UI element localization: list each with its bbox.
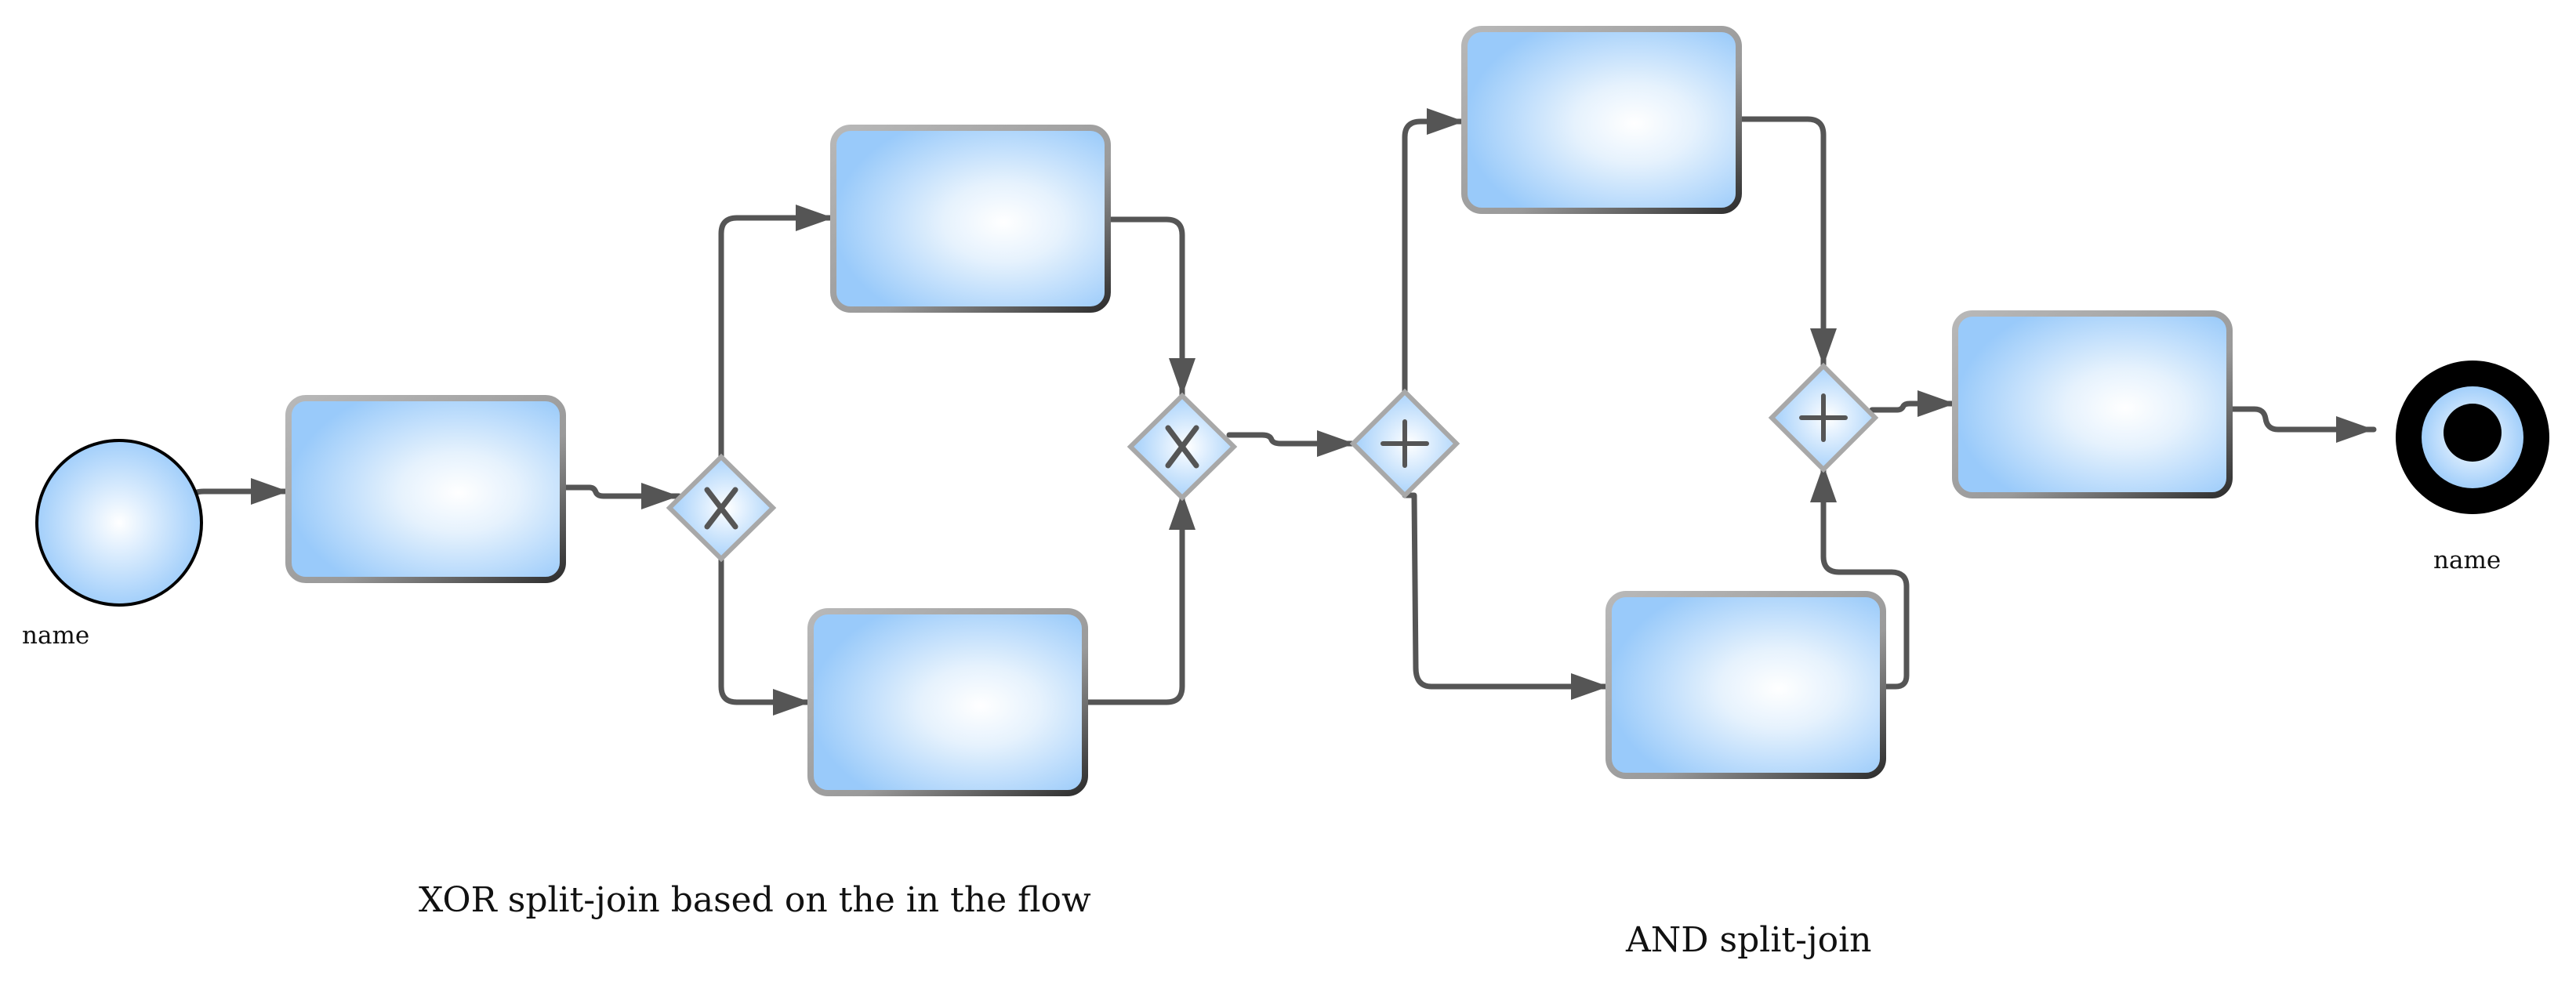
end-event[interactable]	[2396, 361, 2549, 514]
start-event-label: name	[22, 621, 90, 650]
flow-and-join-to-final	[1869, 390, 1958, 417]
flow-and-split-to-top	[1402, 108, 1468, 395]
and-plus-icon	[1381, 419, 1429, 468]
and-join-gateway[interactable]	[1768, 362, 1879, 473]
xor-caption: XOR split-join based on the in the flow	[419, 880, 1091, 920]
flow-final-to-end	[2230, 406, 2377, 443]
flow-xor-join-to-and-split	[1226, 430, 1358, 457]
end-event-label: name	[2433, 546, 2502, 574]
flow-xor-split-to-bottom	[718, 555, 814, 716]
xor-split-gateway[interactable]	[666, 453, 777, 563]
task-xor-top[interactable]	[830, 125, 1111, 313]
task-xor-bottom[interactable]	[807, 608, 1088, 796]
flow-and-split-to-bottom	[1402, 492, 1612, 700]
flow-bottom-to-xor-join	[1082, 489, 1195, 705]
task-final[interactable]	[1952, 310, 2233, 498]
sequence-flows	[143, 108, 2377, 716]
flow-top-to-xor-join	[1104, 216, 1195, 399]
xor-x-icon	[1165, 425, 1199, 469]
and-split-gateway[interactable]	[1349, 388, 1460, 499]
flow-xor-split-to-top	[718, 205, 836, 466]
tasks-group	[285, 26, 2233, 796]
and-plus-icon	[1799, 393, 1848, 442]
task-1[interactable]	[285, 395, 566, 583]
xor-join-gateway[interactable]	[1127, 392, 1238, 502]
task-and-bottom[interactable]	[1605, 591, 1886, 779]
and-caption: AND split-join	[1626, 920, 1872, 960]
flow-and-bottom-to-join	[1810, 462, 1910, 690]
flow-and-top-to-join	[1737, 116, 1837, 369]
task-and-top[interactable]	[1461, 26, 1742, 214]
xor-x-icon	[704, 487, 738, 530]
flow-task-1-to-xor-split	[560, 483, 682, 509]
start-event[interactable]	[35, 439, 203, 607]
